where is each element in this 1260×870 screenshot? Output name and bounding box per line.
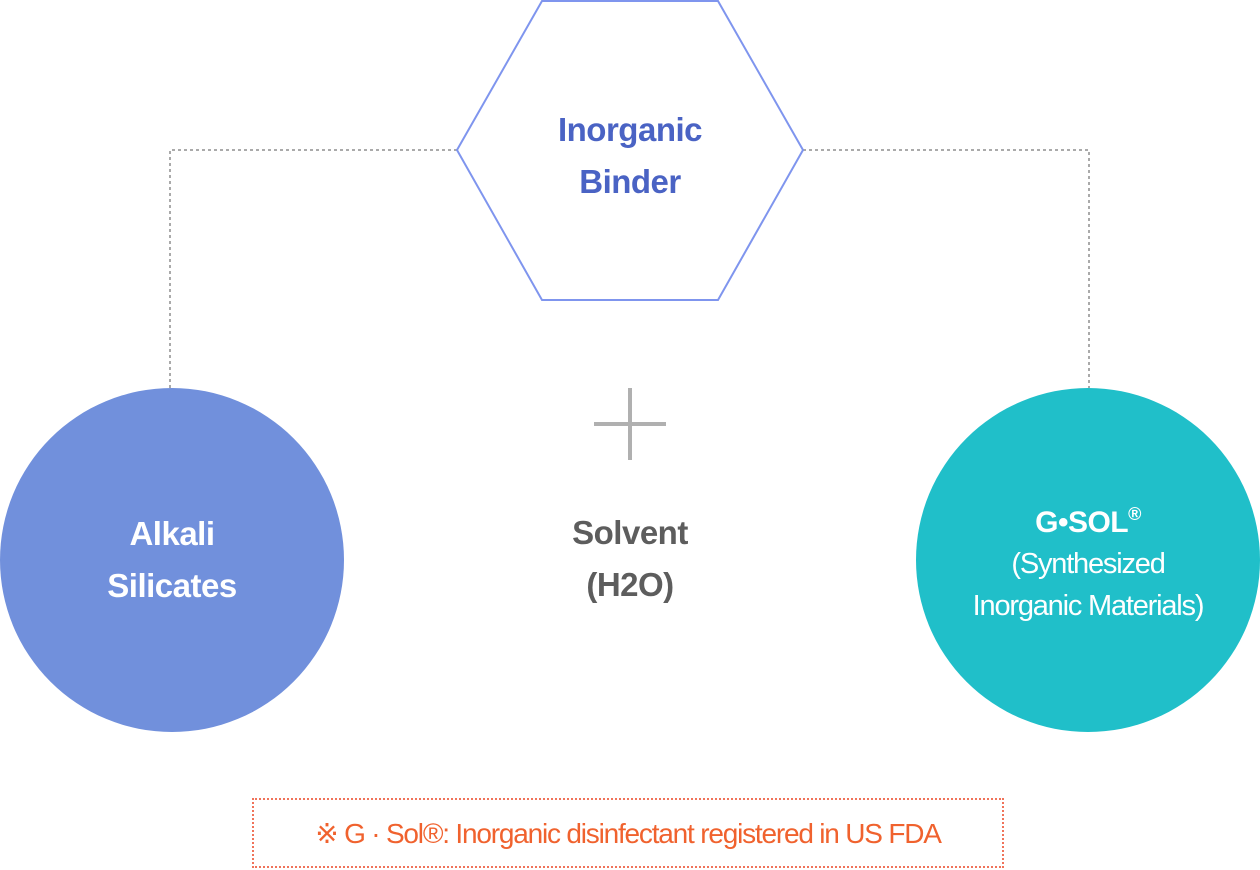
binder-label-line2: Binder — [579, 163, 681, 200]
solvent-label: Solvent (H2O) — [480, 507, 780, 611]
gsol-subtitle-line1: (Synthesized — [1011, 547, 1165, 580]
alkali-label-line1: Alkali — [129, 515, 215, 552]
binder-hexagon — [455, 0, 805, 301]
right-connector-line — [803, 149, 1090, 388]
fda-note-box: ※ G · Sol®: Inorganic disinfectant regis… — [252, 798, 1004, 868]
binder-label-line1: Inorganic — [557, 111, 703, 148]
gsol-title-text: G•SOL — [1035, 505, 1129, 539]
plus-icon — [594, 388, 666, 460]
alkali-label-line2: Silicates — [107, 567, 237, 604]
gsol-title: G•SOL® — [1035, 494, 1141, 543]
alkali-silicates-circle: Alkali Silicates — [0, 388, 344, 732]
solvent-label-line1: Solvent — [572, 514, 688, 551]
binder-label: Inorganic Binder — [458, 104, 802, 208]
left-connector-line — [169, 149, 457, 388]
solvent-label-line2: (H2O) — [586, 566, 674, 603]
gsol-circle: G•SOL® (Synthesized Inorganic Materials) — [916, 388, 1260, 732]
gsol-subtitle-line2: Inorganic Materials) — [972, 589, 1205, 622]
registered-mark: ® — [1128, 503, 1141, 524]
fda-note-text: ※ G · Sol®: Inorganic disinfectant regis… — [315, 817, 942, 849]
